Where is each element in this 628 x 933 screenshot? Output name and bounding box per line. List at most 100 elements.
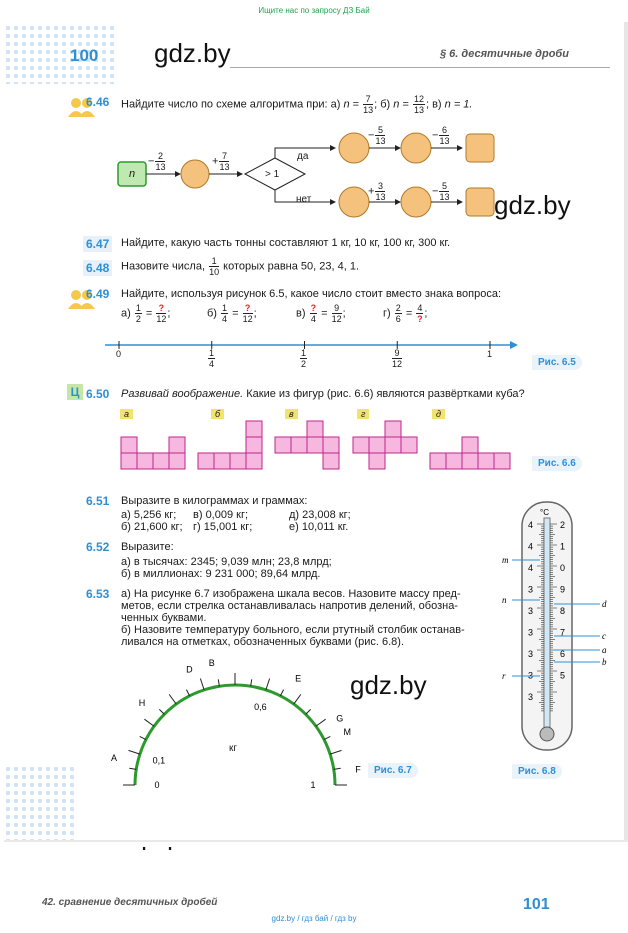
- numberline-zero: 0: [116, 349, 122, 359]
- task-number-6-50: 6.50: [86, 387, 110, 401]
- watermark: gdz.by: [494, 190, 571, 220]
- group-work-icon: [68, 290, 95, 309]
- thermo-digit: 8: [560, 606, 565, 616]
- cube-net-d: [429, 436, 511, 470]
- next-page-strip: [2, 850, 624, 910]
- cube-icon: Ц: [67, 384, 83, 400]
- scale-tick: [250, 679, 253, 687]
- thermo-digit: 1: [560, 542, 565, 552]
- figure-caption-6-7: Рис. 6.7: [368, 763, 418, 778]
- thermo-letter: c: [602, 631, 606, 641]
- scale-unit: кг: [229, 743, 238, 754]
- task-number-6-49: 6.49: [86, 287, 110, 301]
- task-number-6-47: 6.47: [83, 236, 113, 252]
- scale-tick: [305, 708, 312, 715]
- scale-tick: [128, 749, 141, 755]
- scale-arc: [133, 683, 337, 786]
- scale-label-06: 0,6: [254, 702, 267, 712]
- scale-label-zero: 0: [154, 780, 159, 790]
- task-6-53-line: ченных буквами.: [121, 612, 207, 624]
- task-6-47-text: Найдите, какую часть тонны составляют 1 …: [121, 237, 451, 249]
- thermo-digit: 6: [560, 649, 565, 659]
- numberline-one: 1: [487, 349, 493, 359]
- scale-label-01: 0,1: [153, 755, 166, 765]
- task-6-52-line: а) в тысячах: 2345; 9,039 млн; 23,8 млрд…: [121, 556, 332, 568]
- figure-caption-6-5: Рис. 6.5: [532, 355, 582, 370]
- scale-label-one: 1: [310, 780, 315, 790]
- number-line: [105, 341, 518, 349]
- thermo-digit: 0: [560, 563, 565, 573]
- thermo-digit: 4: [528, 520, 533, 530]
- start-label: n: [129, 168, 136, 180]
- thermo-digit: 3: [528, 606, 533, 616]
- thermo-letter: n: [502, 595, 507, 605]
- step-circle: [338, 186, 370, 218]
- thermo-digit: 5: [560, 671, 565, 681]
- task-6-51-text: Выразите в килограммах и граммах:: [121, 495, 308, 507]
- result-box: [465, 187, 495, 217]
- scale-letter: G: [336, 714, 343, 724]
- thermo-digit: 4: [528, 542, 533, 552]
- scale-tick: [199, 678, 205, 691]
- scale-letter: F: [355, 764, 361, 774]
- scale-tick: [129, 767, 137, 770]
- scale-letter: H: [139, 698, 146, 708]
- footer-links[interactable]: gdz.by / гдз бай / гдз by: [271, 914, 357, 923]
- no-label: нет: [296, 194, 312, 205]
- thermo-digit: 4: [528, 563, 533, 573]
- task-6-53-line: б) Назовите температуру больного, если р…: [121, 624, 465, 636]
- scale-tick: [168, 694, 177, 705]
- task-6-53-line: метов, если стрелка останавливалась напр…: [121, 600, 458, 612]
- task-number-6-52: 6.52: [86, 540, 110, 554]
- task-6-53-line: а) На рисунке 6.7 изображена шкала весов…: [121, 588, 461, 600]
- scale-tick: [185, 689, 191, 697]
- task-6-53-line: ливался на отметках, обозначенных буквам…: [121, 636, 405, 648]
- task-6-49-text: Найдите, используя рисунок 6.5, какое чи…: [121, 288, 501, 300]
- task-number-6-48: 6.48: [83, 260, 113, 276]
- step-circle: [180, 159, 210, 189]
- group-work-icon: [68, 98, 95, 117]
- thermo-digit: 3: [528, 585, 533, 595]
- step-circle: [400, 186, 432, 218]
- scale-tick: [323, 735, 331, 741]
- top-banner[interactable]: Ищите нас по запросу ДЗ Бай: [258, 6, 370, 15]
- watermark: gdz.by: [350, 670, 427, 700]
- thermo-tube: [543, 517, 551, 729]
- thermo-letter: m: [502, 555, 509, 565]
- figure-caption-6-6: Рис. 6.6: [532, 456, 582, 471]
- thermo-bulb: [539, 726, 555, 742]
- scale-tick: [293, 694, 302, 705]
- result-box: [465, 133, 495, 163]
- task-6-50-text: Развивай воображение. Какие из фигур (ри…: [121, 388, 525, 400]
- thermo-letter: b: [602, 657, 607, 667]
- step-circle: [338, 132, 370, 164]
- section-title: § 6. десятичные дроби: [440, 48, 569, 60]
- step-circle: [400, 132, 432, 164]
- task-6-51-row: б) 21,600 кг;г) 15,001 кг;е) 10,011 кг.: [121, 521, 349, 533]
- figure-label-b: б: [211, 409, 225, 419]
- thermo-digit: 9: [560, 585, 565, 595]
- task-6-52-line: б) в миллионах: 9 231 000; 89,64 млрд.: [121, 568, 321, 580]
- condition-diamond: [243, 157, 307, 191]
- task-6-46-text: Найдите число по схеме алгоритма при: а)…: [121, 94, 473, 115]
- condition-label: > 1: [265, 169, 280, 180]
- thermo-letter: a: [602, 645, 607, 655]
- var-n: n: [343, 98, 350, 111]
- scale-tick: [144, 718, 155, 727]
- scale-letter: A: [111, 753, 117, 763]
- thermometer: °C44433333321098765mnrdcab: [502, 501, 607, 751]
- thermo-digit: 7: [560, 628, 565, 638]
- scale-tick: [158, 708, 165, 715]
- task-6-51-row: а) 5,256 кг;в) 0,009 кг;д) 23,008 кг;: [121, 509, 351, 521]
- scale-tick: [333, 767, 341, 770]
- cube-net-g: [352, 420, 418, 470]
- scale-letter: M: [343, 727, 351, 737]
